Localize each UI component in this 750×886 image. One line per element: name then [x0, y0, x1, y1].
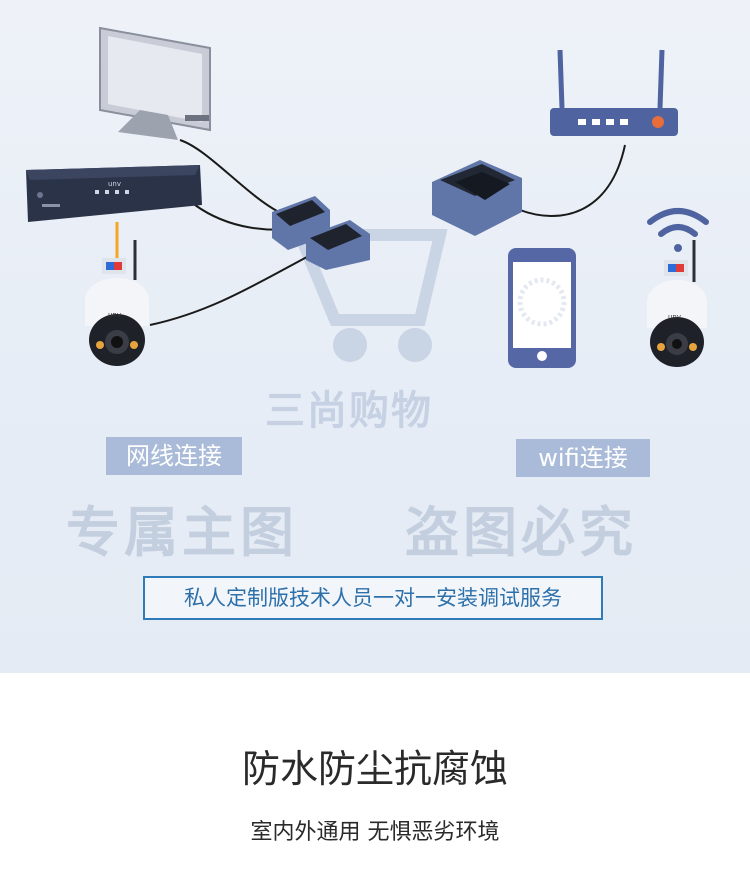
- nvr-logo: unv: [108, 180, 121, 188]
- brand-watermark: 三尚购物: [265, 388, 433, 434]
- service-banner: 私人定制版技术人员一对一安装调试服务: [143, 576, 603, 620]
- feature-subline: 室内外通用 无惧恶劣环境: [250, 820, 500, 845]
- switch-icon-right: [432, 160, 522, 236]
- monitor-icon: [99, 26, 211, 140]
- wired-connection-label: 网线连接: [106, 437, 242, 475]
- wifi-connection-label: wifi连接: [516, 439, 650, 477]
- feature-headline: 防水防尘抗腐蚀: [241, 747, 508, 791]
- camera-logo: unv: [108, 311, 121, 319]
- ptz-camera-icon: unv: [85, 240, 149, 366]
- camera-logo-right: unv: [668, 313, 681, 321]
- network-diagram-area: unv: [0, 0, 750, 673]
- nvr-icon: unv: [26, 165, 202, 222]
- watermark-antitheft: 盗图必究: [405, 501, 637, 564]
- network-illustration: unv: [26, 26, 709, 368]
- watermark-exclusive: 专属主图: [66, 501, 298, 564]
- wifi-signal-icon: [647, 208, 709, 252]
- smartphone-icon: [508, 248, 576, 368]
- router-icon: [550, 49, 678, 136]
- switch-icon: [272, 196, 370, 270]
- cart-watermark-icon: [291, 229, 448, 362]
- ptz-camera-icon-right: unv: [647, 240, 707, 367]
